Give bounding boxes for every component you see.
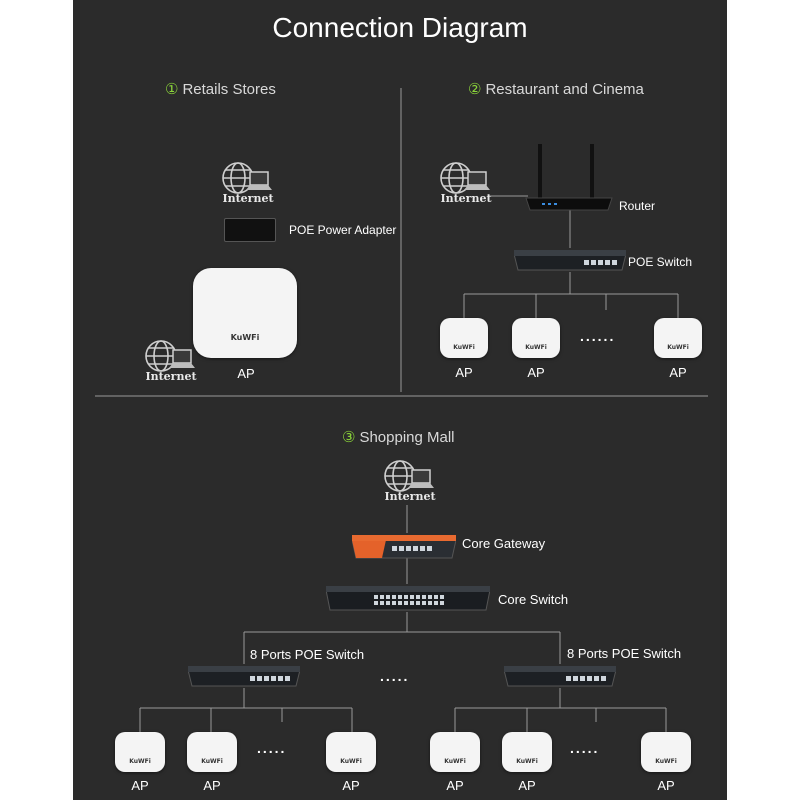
poe-switch-icon bbox=[513, 248, 627, 272]
ap-label: AP bbox=[237, 366, 255, 381]
ellipsis-more: ..... bbox=[257, 740, 287, 756]
ap-label: AP bbox=[342, 778, 360, 793]
access-point-icon: KuWFi bbox=[326, 732, 376, 772]
access-point-icon: KuWFi bbox=[512, 318, 560, 358]
access-point-icon: KuWFi bbox=[641, 732, 691, 772]
ellipsis-more: ..... bbox=[380, 668, 410, 684]
router-label: Router bbox=[619, 199, 656, 213]
router-icon bbox=[524, 140, 614, 212]
access-point-icon: KuWFi bbox=[430, 732, 480, 772]
ap-label: AP bbox=[455, 365, 473, 380]
ap-label: AP bbox=[203, 778, 221, 793]
poe8-switch-label-left: 8 Ports POE Switch bbox=[250, 647, 365, 662]
internet-globe-icon: Internet bbox=[143, 338, 199, 384]
core-switch-icon bbox=[325, 584, 491, 612]
core-gateway-icon bbox=[351, 532, 457, 560]
ap-label: AP bbox=[131, 778, 149, 793]
core-switch-label: Core Switch bbox=[498, 592, 569, 607]
poe8-switch-label-right: 8 Ports POE Switch bbox=[567, 646, 682, 661]
access-point-icon: KuWFi bbox=[193, 268, 297, 358]
internet-globe-icon: Internet bbox=[220, 160, 276, 206]
ap-label: AP bbox=[518, 778, 536, 793]
ap-label: AP bbox=[446, 778, 464, 793]
poe-switch-label: POE Switch bbox=[628, 255, 693, 269]
poe8-switch-icon-left bbox=[187, 664, 301, 688]
ap-label: AP bbox=[669, 365, 687, 380]
ap-label: AP bbox=[657, 778, 675, 793]
ellipsis-more: ..... bbox=[570, 740, 600, 756]
internet-globe-icon: Internet bbox=[382, 458, 438, 504]
access-point-icon: KuWFi bbox=[654, 318, 702, 358]
poe-adapter-label: POE Power Adapter bbox=[289, 223, 397, 237]
access-point-icon: KuWFi bbox=[502, 732, 552, 772]
ap-label: AP bbox=[527, 365, 545, 380]
access-point-icon: KuWFi bbox=[440, 318, 488, 358]
poe-power-adapter-icon bbox=[224, 218, 276, 242]
diagram-background bbox=[73, 0, 727, 800]
ellipsis-more: ...... bbox=[580, 328, 616, 344]
access-point-icon: KuWFi bbox=[187, 732, 237, 772]
page-title: Connection Diagram bbox=[272, 12, 528, 43]
access-point-icon: KuWFi bbox=[115, 732, 165, 772]
core-gateway-label: Core Gateway bbox=[462, 536, 546, 551]
poe8-switch-icon-right bbox=[503, 664, 617, 688]
internet-globe-icon: Internet bbox=[438, 160, 494, 206]
